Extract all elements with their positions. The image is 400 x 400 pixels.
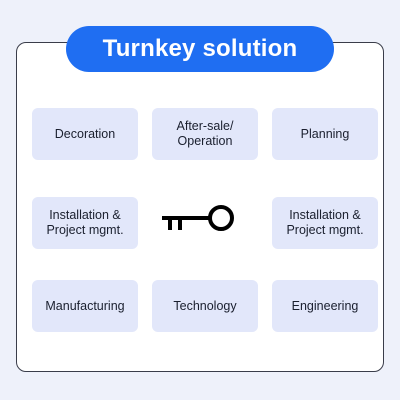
- tile-installation-project-mgmt-left: Installation & Project mgmt.: [32, 197, 138, 249]
- tile-installation-project-mgmt-right: Installation & Project mgmt.: [272, 197, 378, 249]
- tile-technology: Technology: [152, 280, 258, 332]
- tile-after-sale-operation: After-sale/ Operation: [152, 108, 258, 160]
- key-icon: [162, 205, 234, 231]
- tile-decoration: Decoration: [32, 108, 138, 160]
- tile-manufacturing: Manufacturing: [32, 280, 138, 332]
- diagram-title: Turnkey solution: [66, 26, 334, 72]
- tile-engineering: Engineering: [272, 280, 378, 332]
- tile-planning: Planning: [272, 108, 378, 160]
